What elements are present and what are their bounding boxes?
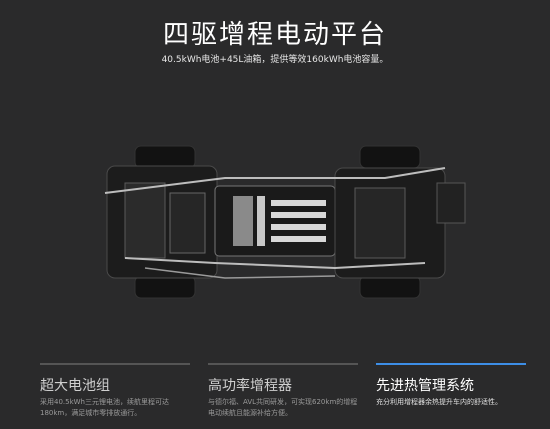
tab-thermal-management-description: 充分利用增程器余热提升车内的舒适性。	[376, 398, 502, 406]
tab-battery-description: 采用40.5kWh三元锂电池，续航里程可达180km，满足城市零排放通行。	[40, 398, 169, 417]
tab-battery[interactable]: 超大电池组 采用40.5kWh三元锂电池，续航里程可达180km，满足城市零排放…	[40, 363, 190, 429]
fuel-tank	[436, 182, 466, 224]
tab-battery-label: 超大电池组	[40, 378, 110, 394]
front-left-wheel	[134, 145, 196, 169]
tab-range-extender-description: 与德尔福、AVL共同研发，可实现620km的增程电动续航且能源补给方便。	[208, 398, 358, 417]
front-right-wheel	[134, 275, 196, 299]
coolant-pipe	[104, 167, 446, 194]
hero-subtitle: 40.5kWh电池+45L油箱，提供等效160kWh电池容量。	[161, 55, 389, 65]
tab-range-extender[interactable]: 高功率增程器 与德尔福、AVL共同研发，可实现620km的增程电动续航且能源补给…	[208, 363, 358, 429]
hero-title: 四驱增程电动平台	[162, 20, 387, 50]
tab-thermal-management[interactable]: 先进热管理系统 充分利用增程器余热提升车内的舒适性。	[376, 363, 526, 429]
rear-left-wheel	[359, 145, 421, 169]
rear-right-wheel	[359, 275, 421, 299]
tab-thermal-management-label: 先进热管理系统	[376, 378, 474, 394]
chassis-illustration	[104, 145, 466, 299]
tab-range-extender-label: 高功率增程器	[208, 378, 292, 394]
